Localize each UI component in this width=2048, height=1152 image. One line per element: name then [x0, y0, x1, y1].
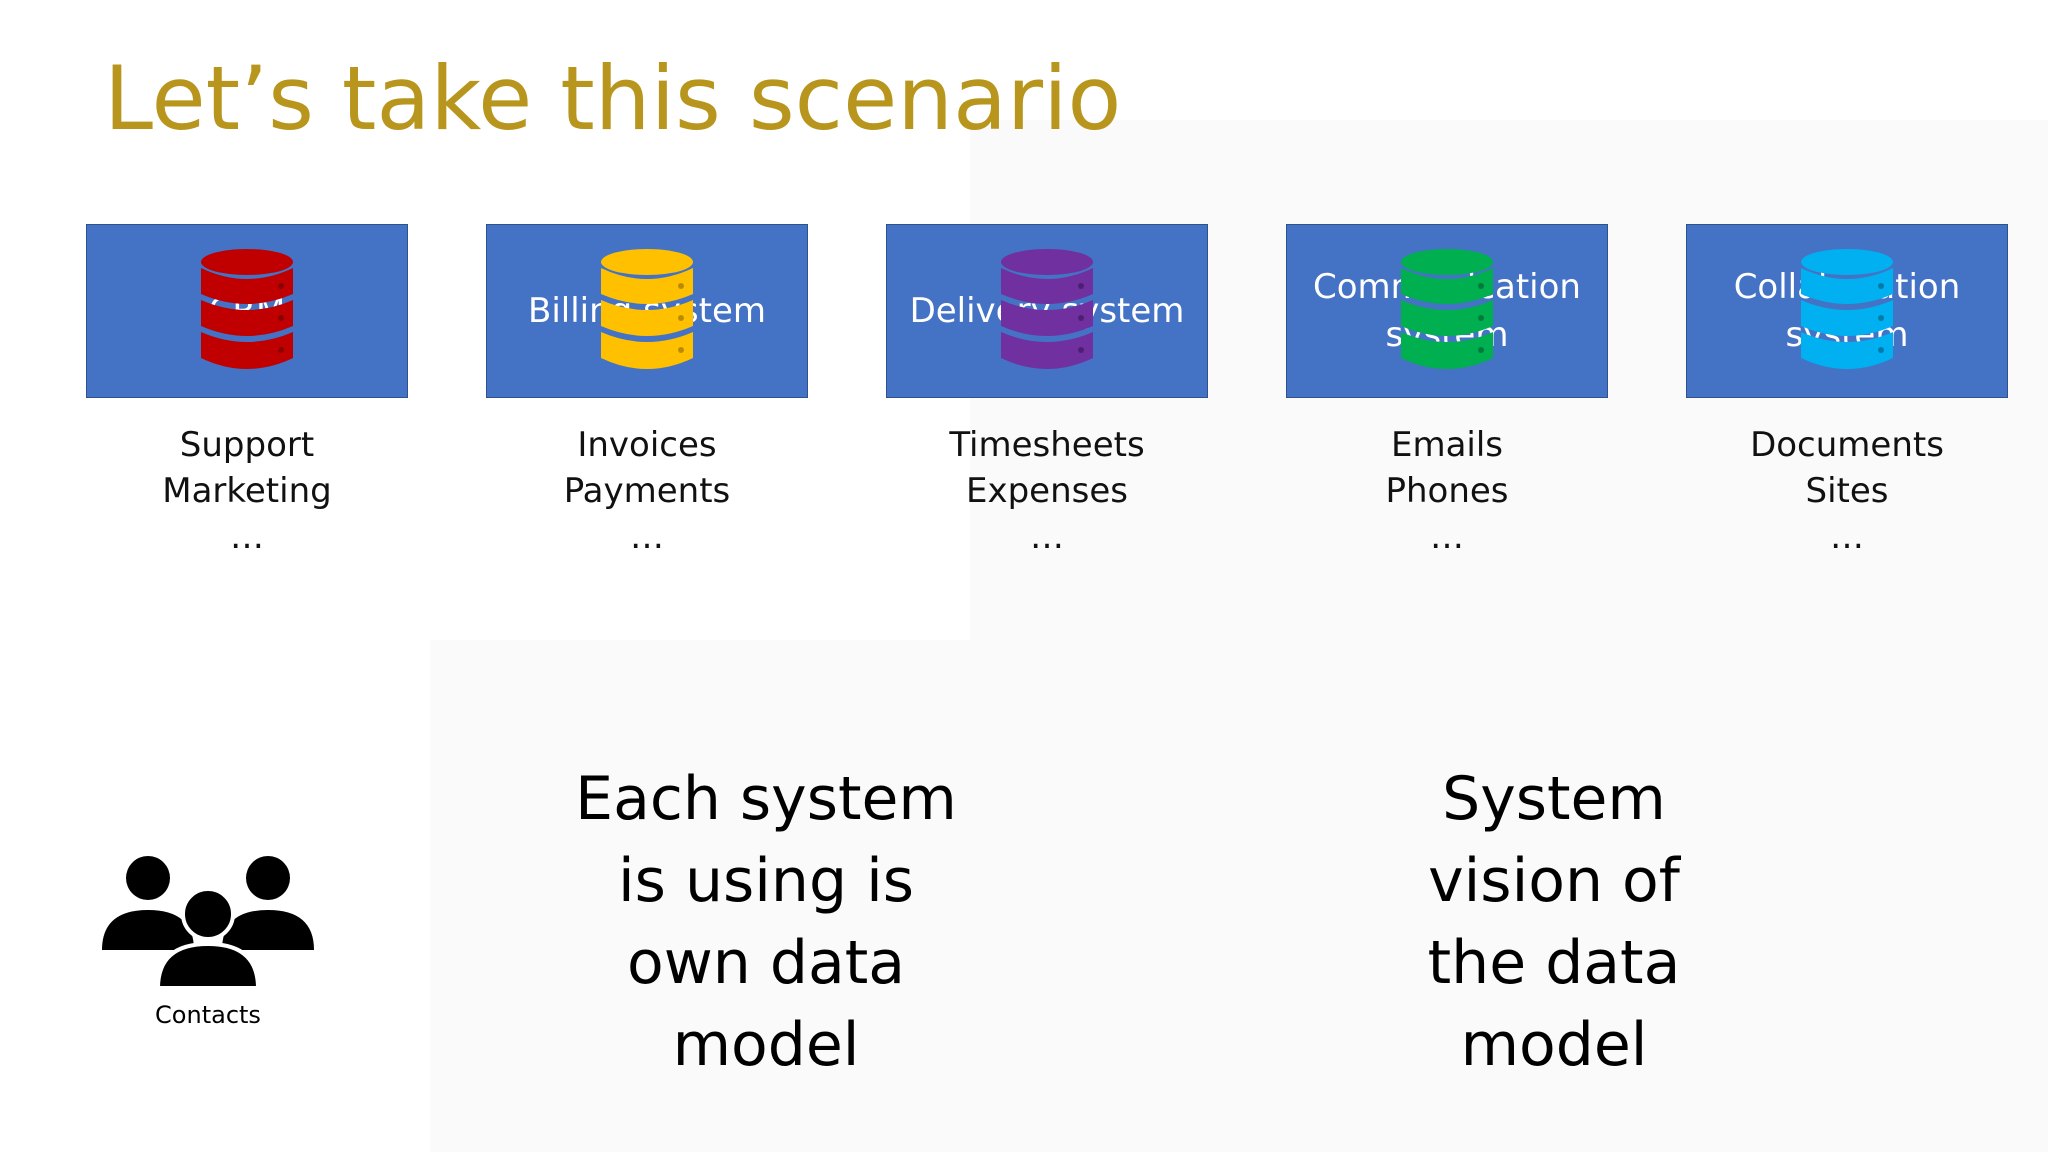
- system-data-item: Emails: [1390, 425, 1504, 465]
- system-data-list: Invoices Payments …: [486, 422, 808, 560]
- system-data-item: Documents: [1750, 425, 1944, 465]
- contacts-label: Contacts: [155, 1001, 261, 1029]
- system-communication: Communication system Emails Phones …: [1286, 224, 1608, 560]
- database-icon: [1401, 249, 1493, 369]
- system-data-item: Timesheets: [949, 425, 1145, 465]
- people-group-icon: [102, 856, 314, 990]
- system-box: CRM: [86, 224, 408, 398]
- system-box: Collaboration system: [1686, 224, 2008, 398]
- statement-line: System: [1442, 764, 1666, 834]
- system-collaboration: Collaboration system Documents Sites …: [1686, 224, 2008, 560]
- system-data-item: …: [1430, 517, 1464, 557]
- system-box: Delivery system: [886, 224, 1208, 398]
- system-data-item: Support: [179, 425, 315, 465]
- system-data-item: Marketing: [162, 471, 332, 511]
- system-data-item: …: [230, 517, 264, 557]
- system-data-item: …: [1830, 517, 1864, 557]
- system-data-list: Emails Phones …: [1286, 422, 1608, 560]
- system-crm: CRM Support Marketing …: [86, 224, 408, 560]
- system-data-item: Sites: [1805, 471, 1889, 511]
- system-box: Communication system: [1286, 224, 1608, 398]
- statement-line: vision of: [1428, 846, 1680, 916]
- statement-line: the data: [1427, 928, 1681, 998]
- system-billing: Billing system Invoices Payments …: [486, 224, 808, 560]
- system-data-item: Invoices: [577, 425, 717, 465]
- statement-system-vision: System vision of the data model: [1354, 758, 1754, 1086]
- system-data-list: Documents Sites …: [1686, 422, 2008, 560]
- contacts: Contacts: [100, 854, 316, 1029]
- statement-line: Each system: [575, 764, 957, 834]
- system-data-item: Phones: [1385, 471, 1509, 511]
- system-data-list: Timesheets Expenses …: [886, 422, 1208, 560]
- database-icon: [1801, 249, 1893, 369]
- system-data-item: Expenses: [966, 471, 1128, 511]
- statement-line: model: [1460, 1010, 1648, 1080]
- statement-line: own data: [626, 928, 906, 998]
- statement-line: is using is: [617, 846, 915, 916]
- system-data-item: …: [630, 517, 664, 557]
- slide-title: Let’s take this scenario: [104, 47, 1122, 150]
- system-data-list: Support Marketing …: [86, 422, 408, 560]
- system-box: Billing system: [486, 224, 808, 398]
- system-data-item: Payments: [563, 471, 731, 511]
- system-delivery: Delivery system Timesheets Expenses …: [886, 224, 1208, 560]
- database-icon: [601, 249, 693, 369]
- system-data-item: …: [1030, 517, 1064, 557]
- statement-line: model: [672, 1010, 860, 1080]
- database-icon: [201, 249, 293, 369]
- database-icon: [1001, 249, 1093, 369]
- slide-background-panel-lower: [430, 640, 970, 1152]
- statement-each-system: Each system is using is own data model: [566, 758, 966, 1086]
